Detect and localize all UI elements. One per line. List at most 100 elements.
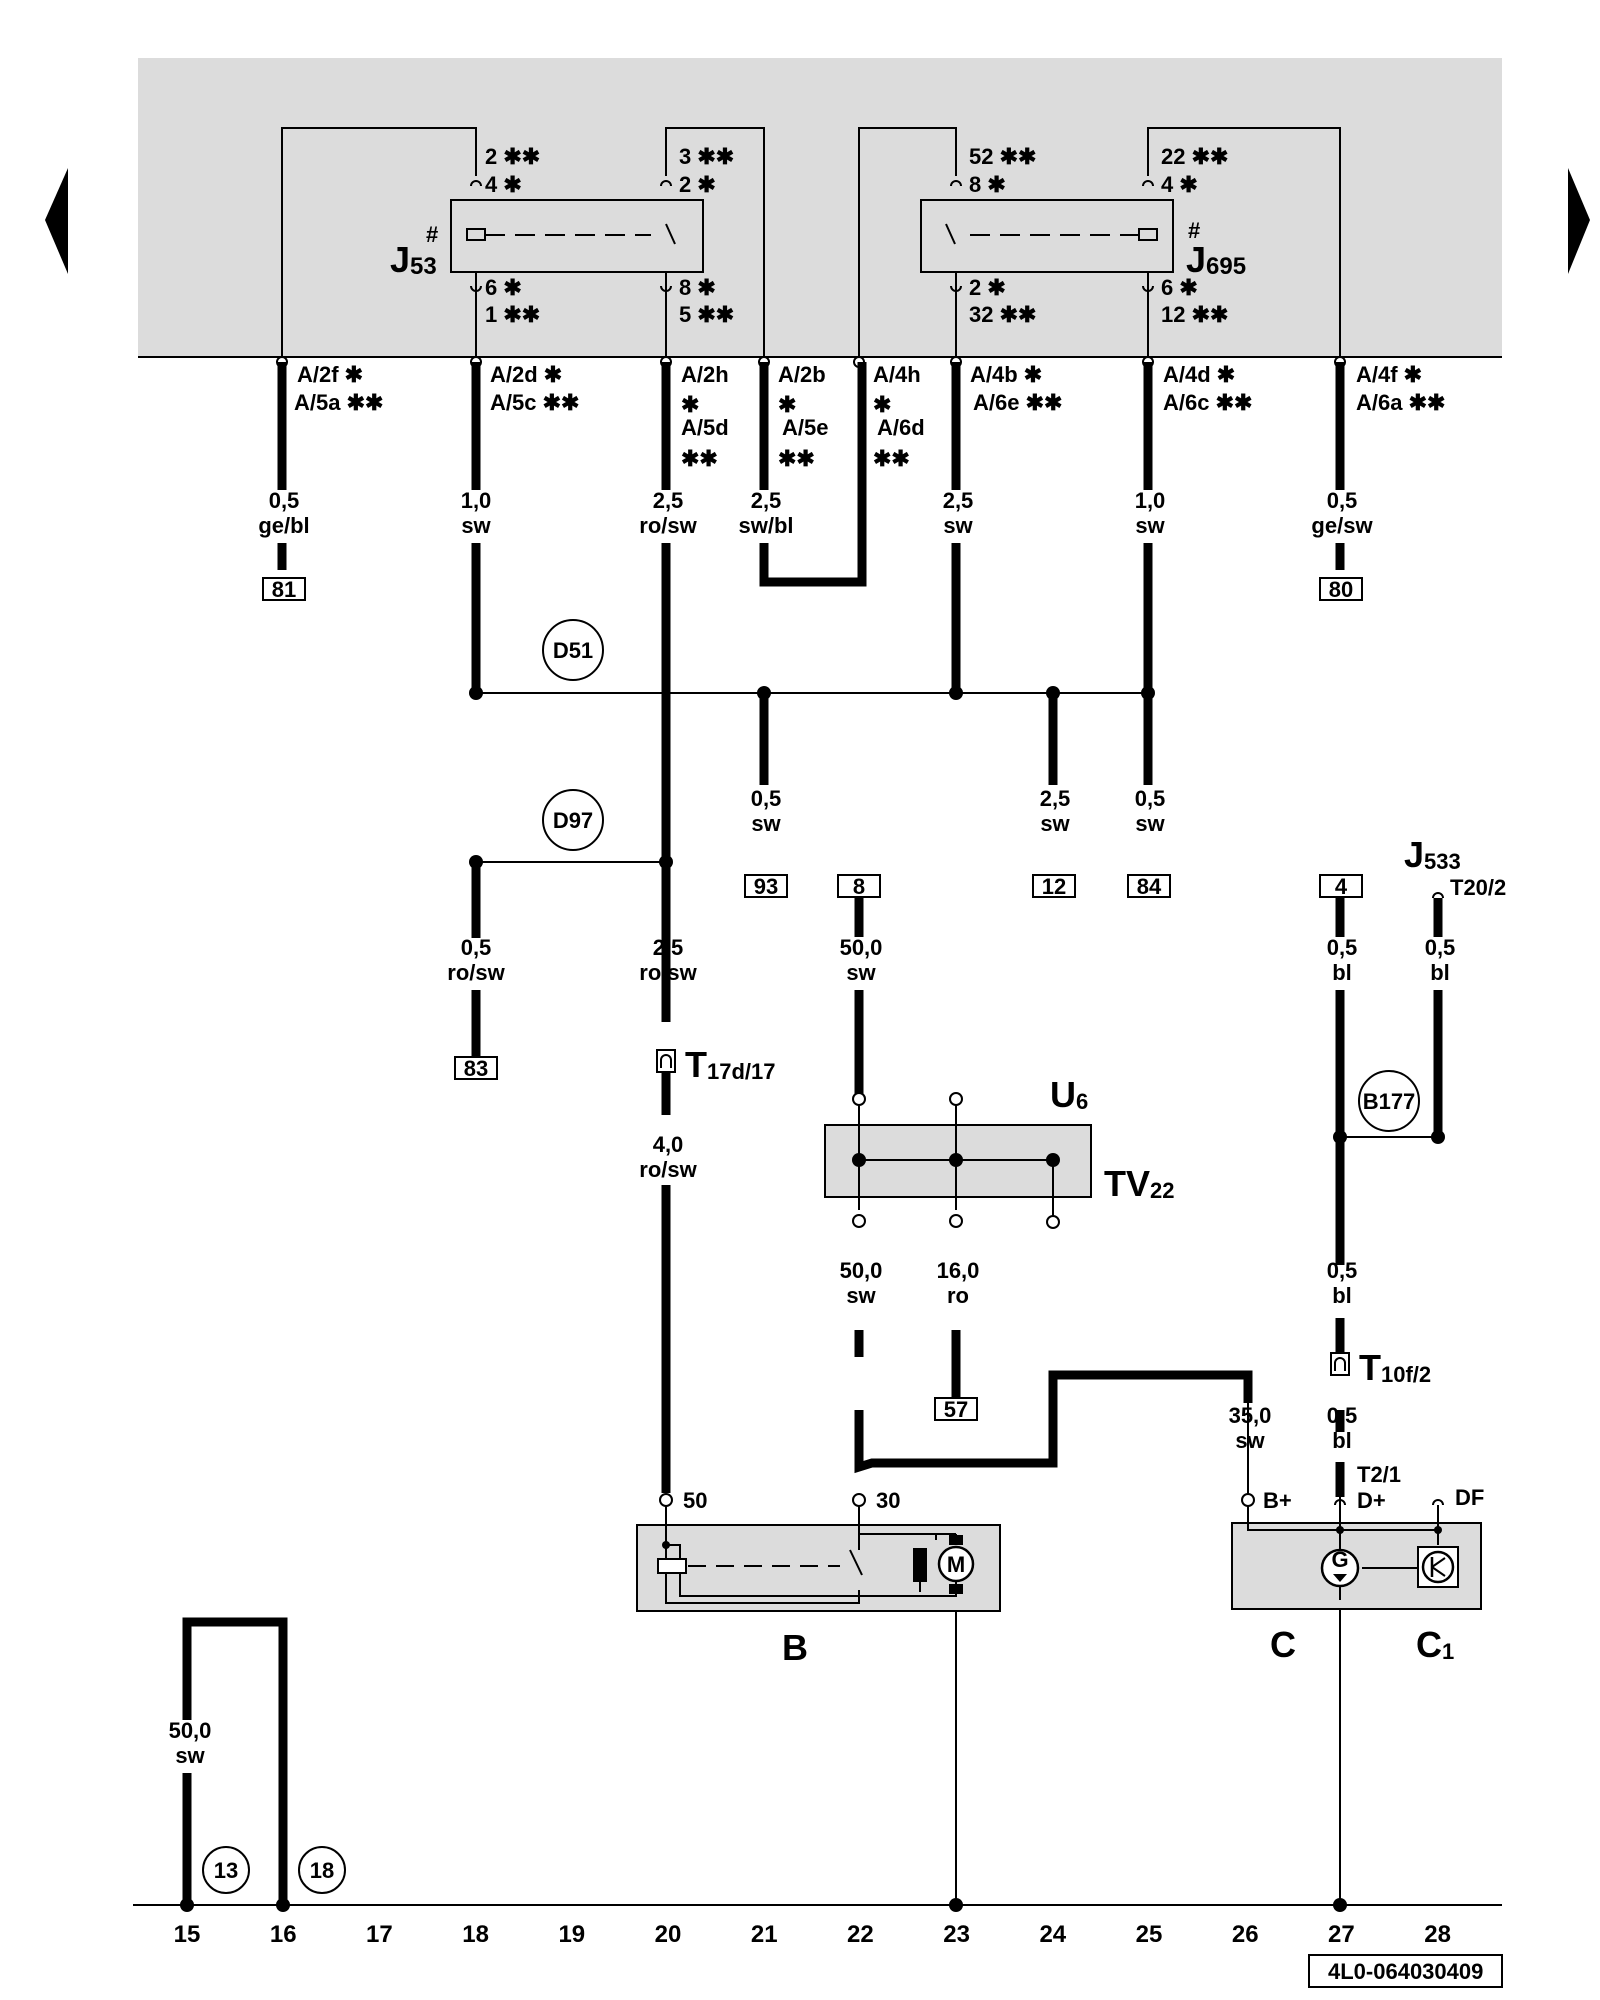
wire-size: 4,0	[653, 1132, 684, 1157]
connector-label: ✱✱	[778, 446, 815, 471]
splice-b177: B177	[1358, 1070, 1420, 1132]
wire-size: 0,5	[1327, 1258, 1358, 1283]
wire-labels: 0,5 ge/bl 1,0 sw 2,5 ro/sw 2,5 sw/bl 2,5…	[169, 488, 1456, 1768]
alternator-pin-d: D+	[1357, 1488, 1386, 1513]
wire-color: bl	[1332, 1283, 1352, 1308]
wire-size: 0,5	[1135, 786, 1166, 811]
track-number: 28	[1424, 1921, 1451, 1948]
ground-18: 18	[298, 1846, 346, 1894]
wire-size: 0,5	[751, 786, 782, 811]
starter-pin-30: 30	[876, 1488, 900, 1513]
connector-label: A/5e	[782, 415, 828, 440]
connector-label: A/6a ✱✱	[1356, 390, 1445, 415]
pin-label: 6 ✱	[1161, 275, 1198, 300]
connector-labels: A/2f ✱ A/5a ✱✱ A/2d ✱ A/5c ✱✱ A/2h ✱ A/5…	[294, 362, 1445, 471]
svg-text:T10f/2: T10f/2	[1359, 1347, 1431, 1388]
relay-j695-name: J695	[1186, 239, 1246, 280]
relay-j695: # J695	[920, 199, 1246, 280]
pin-label: 22 ✱✱	[1161, 144, 1228, 169]
pin-label: 6 ✱	[485, 275, 522, 300]
triangle-left-icon[interactable]	[45, 168, 68, 274]
wire-color: sw/bl	[738, 513, 793, 538]
alternator-label-c1: C1	[1416, 1624, 1454, 1665]
relay-pin-contacts	[470, 180, 1154, 292]
svg-text:83: 83	[464, 1056, 488, 1081]
pin-label: 3 ✱✱	[679, 144, 734, 169]
connector-label: A/4b ✱	[970, 362, 1042, 387]
connector-label: A/2d ✱	[490, 362, 562, 387]
connector-label: A/6c ✱✱	[1163, 390, 1252, 415]
ref-box: 57	[934, 1397, 978, 1422]
wire-color: bl	[1332, 1428, 1352, 1453]
connector-label: A/6d	[877, 415, 925, 440]
svg-text:81: 81	[272, 577, 296, 602]
connector-label: A/6e ✱✱	[973, 390, 1062, 415]
wire-color: sw	[846, 960, 876, 985]
ref-box: 80	[1319, 577, 1363, 602]
alternator-pin-df: DF	[1455, 1485, 1484, 1510]
wire-size: 2,5	[653, 488, 684, 513]
ref-box: 4	[1319, 874, 1363, 899]
connector-label: ✱	[681, 392, 699, 417]
wire-size: 2,5	[653, 935, 684, 960]
pin-label: 12 ✱✱	[1161, 302, 1228, 327]
track-number: 17	[366, 1921, 393, 1948]
wire-color: bl	[1430, 960, 1450, 985]
connector-label: ✱✱	[873, 446, 910, 471]
svg-text:18: 18	[310, 1858, 334, 1883]
svg-text:J533: J533	[1404, 834, 1461, 875]
thin-wires	[133, 692, 1502, 1906]
wire-size: 1,0	[1135, 488, 1166, 513]
pin-label: 4 ✱	[1161, 172, 1198, 197]
wire-color: sw	[1135, 513, 1165, 538]
label-u6: U6	[1050, 1074, 1088, 1115]
svg-text:B177: B177	[1363, 1089, 1416, 1114]
pin-label: 1 ✱✱	[485, 302, 540, 327]
track-number: 20	[655, 1921, 682, 1948]
wire-color: ro	[947, 1283, 969, 1308]
connector-label: A/5d	[681, 415, 729, 440]
pin-label: 32 ✱✱	[969, 302, 1036, 327]
pin-label: 2 ✱✱	[485, 144, 540, 169]
wire-color: sw	[1135, 811, 1165, 836]
wire-size: 35,0	[1229, 1403, 1272, 1428]
wire-color: sw	[461, 513, 491, 538]
track-number: 19	[558, 1921, 585, 1948]
triangle-right-icon[interactable]	[1568, 168, 1590, 274]
wire-color: sw	[1235, 1428, 1265, 1453]
connector-label: A/4f ✱	[1356, 362, 1422, 387]
wire-size: 0,5	[1425, 935, 1456, 960]
starter-label: B	[782, 1627, 808, 1668]
thick-wires	[182, 362, 1443, 1905]
connector-label: A/5a ✱✱	[294, 390, 383, 415]
connector-t17: T17d/17	[656, 1044, 776, 1085]
wire-color: sw	[943, 513, 973, 538]
relay-j53: J53 #	[390, 199, 704, 280]
wire-color: bl	[1332, 960, 1352, 985]
document-id: 4L0-064030409	[1308, 1954, 1503, 1988]
svg-text:57: 57	[944, 1397, 968, 1422]
panel-internal-wiring	[281, 127, 1341, 357]
wire-color: sw	[175, 1743, 205, 1768]
wire-color: sw	[751, 811, 781, 836]
track-number: 24	[1039, 1921, 1066, 1948]
reference-boxes: 81 80 93 12 84 8 83 4 57	[262, 577, 1363, 1422]
track-number: 18	[462, 1921, 489, 1948]
wire-size: 1,0	[461, 488, 492, 513]
wire-size: 0,5	[1327, 935, 1358, 960]
wire-size: 2,5	[1040, 786, 1071, 811]
alternator-label-c: C	[1270, 1624, 1296, 1665]
wire-color: ro/sw	[639, 960, 697, 985]
wire-size: 2,5	[943, 488, 974, 513]
motor-symbol: M	[947, 1552, 965, 1577]
wire-color: sw	[1040, 811, 1070, 836]
relay-j53-name: J53	[390, 239, 437, 280]
track-number: 23	[943, 1921, 970, 1948]
alternator: G B+ T2/1 D+ DF C C1	[1231, 1462, 1484, 1665]
svg-text:D51: D51	[553, 638, 593, 663]
ref-box: 81	[262, 577, 306, 602]
svg-text:13: 13	[214, 1858, 238, 1883]
track-number: 27	[1328, 1921, 1355, 1948]
wire-color: ro/sw	[639, 513, 697, 538]
